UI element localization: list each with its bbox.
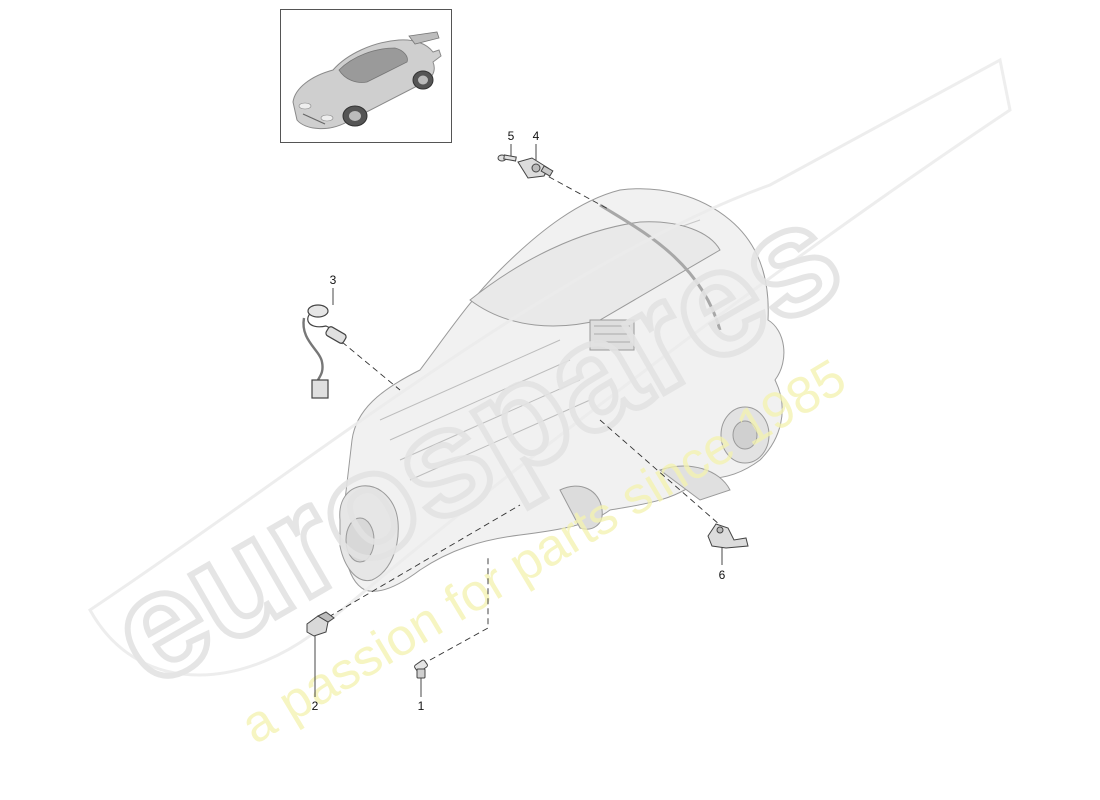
part-1-sensor-plug (414, 659, 428, 679)
transmission-gearbox-icon (339, 188, 785, 592)
callout-number-1[interactable]: 1 (417, 699, 425, 713)
watermark-logo: eurospares a passion for parts since 198… (79, 57, 1012, 755)
callout-number-6[interactable]: 6 (718, 568, 726, 582)
part-3-cable-harness (302, 304, 347, 399)
part-2-sensor-block (306, 611, 335, 637)
callout-stems (314, 144, 723, 697)
part-5-screw (497, 154, 517, 162)
callout-number-5[interactable]: 5 (507, 129, 515, 143)
leader-lines (319, 171, 721, 661)
vehicle-thumbnail (280, 9, 452, 143)
callout-number-2[interactable]: 2 (311, 699, 319, 713)
part-6-angled-sensor (707, 523, 749, 549)
callout-number-4[interactable]: 4 (532, 129, 540, 143)
part-4-sensor (517, 157, 554, 179)
sports-car-icon (292, 31, 442, 129)
callout-number-3[interactable]: 3 (329, 273, 337, 287)
